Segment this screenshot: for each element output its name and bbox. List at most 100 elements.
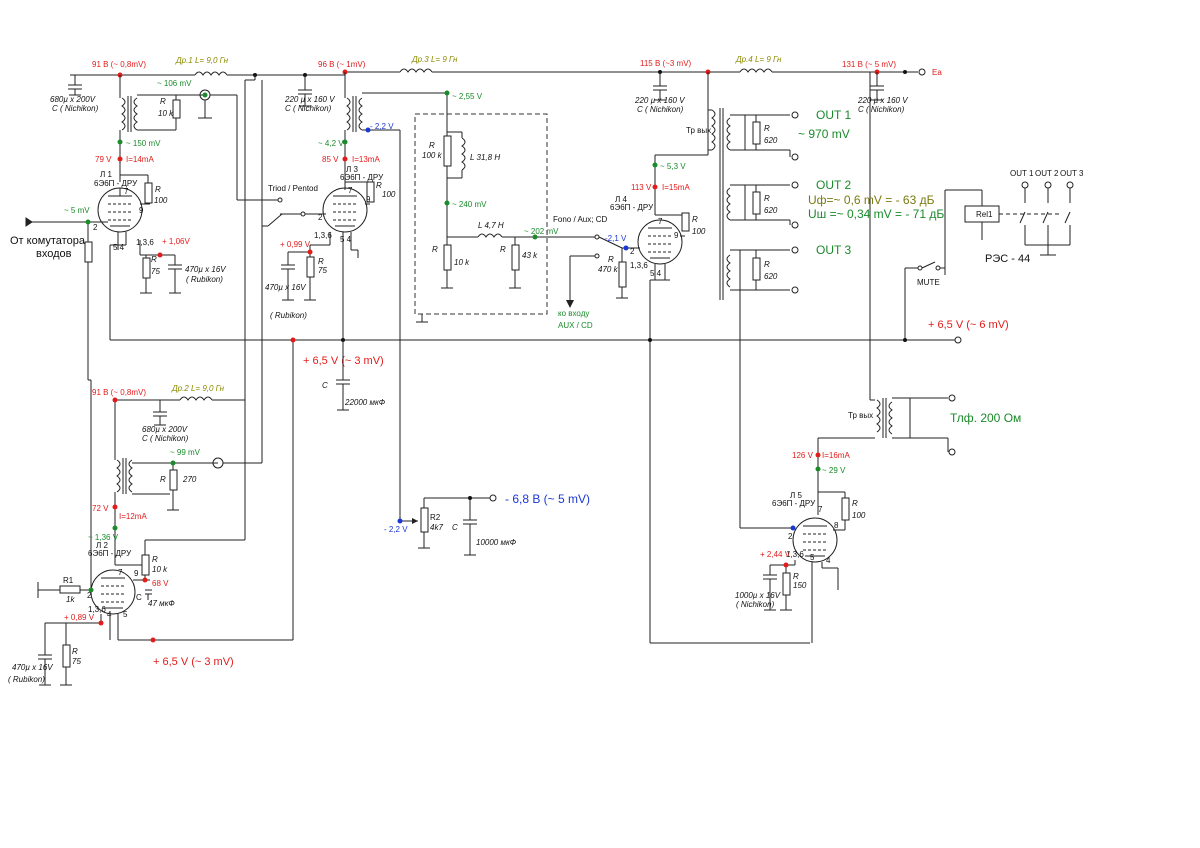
- out1-small: OUT 1: [1010, 169, 1034, 178]
- choke-dr3-label: Др.3 L= 9 Гн: [411, 55, 458, 64]
- cap-c-bias: C: [452, 523, 458, 532]
- v-202: ~ 202 mV: [524, 227, 559, 236]
- r-label-riaa2: R: [432, 245, 438, 254]
- l-47: L 4,7 H: [478, 221, 504, 230]
- rec44-label: РЭС - 44: [985, 253, 1030, 265]
- r2-label: R2: [430, 513, 441, 522]
- r-label-riaa: R: [429, 141, 435, 150]
- r1-value: 1k: [66, 595, 75, 604]
- r-label-l1: R: [155, 185, 161, 194]
- v-089: + 0,89 V: [64, 613, 95, 622]
- cap-680b-brand: C ( Nichikon): [142, 434, 189, 443]
- tube-l5: Л 5: [790, 491, 802, 500]
- cap-470b-brand: ( Rubikon): [270, 311, 307, 320]
- i-16ma: I=16mA: [822, 451, 850, 460]
- cap-22000: [336, 340, 350, 411]
- r-150: 150: [793, 581, 807, 590]
- r-43k: 43 k: [522, 251, 538, 260]
- pin2-l3: 2: [318, 213, 323, 222]
- tube-l3-type: 6Э6П - ДРУ: [340, 173, 384, 182]
- v-5mv: ~ 5 mV: [64, 206, 90, 215]
- pin7-l3: 7: [348, 186, 353, 195]
- cap-220c-brand: C ( Nichikon): [858, 105, 905, 114]
- tube-l2-type: 6Э6П - ДРУ: [88, 549, 132, 558]
- i-15ma: I=15mA: [662, 183, 690, 192]
- output-transformer: [708, 72, 884, 528]
- pin7-l2: 7: [118, 568, 123, 577]
- v-240: ~ 240 mV: [452, 200, 487, 209]
- r-75-c1: 75: [151, 267, 160, 276]
- cap-680a-brand: C ( Nichikon): [52, 104, 99, 113]
- to-input-label: ко входу: [558, 309, 589, 318]
- pin8-l5: 8: [834, 521, 839, 530]
- r-100-l5: 100: [852, 511, 866, 520]
- out3-label: OUT 3: [816, 243, 851, 257]
- r-label-c1: R: [151, 255, 157, 264]
- pin54-l4: 5 4: [650, 269, 662, 278]
- cap-470c: 470µ x 16V: [12, 663, 53, 672]
- tube-l4: Л 4: [615, 195, 627, 204]
- cap-1000: 1000µ x 16V: [735, 591, 781, 600]
- r-100-l1: 100: [154, 196, 168, 205]
- supply-131v: 131 В (~ 5 mV): [842, 60, 896, 69]
- r-470k: 470 k: [598, 265, 619, 274]
- v-42: ~ 4,2 V: [318, 139, 344, 148]
- cap-220a-brand: C ( Nichikon): [285, 104, 332, 113]
- supply-115v: 115 В (~3 mV): [640, 59, 692, 68]
- pin136-l2: 1,3,6: [88, 605, 106, 614]
- pin9-l2: 9: [134, 569, 139, 578]
- v-244: + 2,44 V: [760, 550, 791, 559]
- heater-65-6: + 6,5 V (~ 6 mV): [928, 319, 1009, 331]
- cap-220a: 220 µ x 160 V: [284, 95, 335, 104]
- pin2-l5: 2: [788, 532, 793, 541]
- cap-470a-brand: ( Rubikon): [186, 275, 223, 284]
- pin54-l3: 5 4: [340, 235, 352, 244]
- bias-68-label: - 6,8 В (~ 5 mV): [505, 492, 590, 506]
- r-10k: 10 k: [158, 109, 174, 118]
- r-label-l4: R: [692, 215, 698, 224]
- v-85: 85 V: [322, 155, 339, 164]
- heater-rail: [110, 336, 962, 641]
- rel1-label: Rel1: [976, 210, 993, 219]
- bias-supply: [399, 494, 497, 556]
- pin5-l2: 5: [123, 610, 128, 619]
- cap-680b: 680µ x 200V: [142, 425, 188, 434]
- pin136-l5: 1,3,6: [786, 550, 804, 559]
- r-label-c3: R: [318, 257, 324, 266]
- relay-block: [904, 181, 1074, 340]
- r-label-l2: R: [160, 475, 166, 484]
- pin54-l1: 5 4: [113, 243, 125, 252]
- v-68: 68 V: [152, 579, 169, 588]
- top-supply-rail: [70, 68, 926, 76]
- cap-22000-label: 22000 мкФ: [344, 398, 386, 407]
- mute-label: MUTE: [917, 278, 940, 287]
- v-m22-b: - 2,2 V: [384, 525, 408, 534]
- supply-96v: 96 В (~ 1mV): [318, 60, 366, 69]
- r-620-o1: 620: [764, 136, 778, 145]
- pin136-l4: 1,3,6: [630, 261, 648, 270]
- r-100k: 100 k: [422, 151, 443, 160]
- stage5: [740, 394, 956, 643]
- r-100-l3: 100: [382, 190, 396, 199]
- v-79: 79 V: [95, 155, 112, 164]
- r-label-o1: R: [764, 124, 770, 133]
- r-10k-l2: 10 k: [152, 565, 168, 574]
- pin2-l4: 2: [630, 247, 635, 256]
- c-label-l2: C: [136, 593, 142, 602]
- cap-1000-brand: ( Nichikon): [736, 600, 775, 609]
- cap-10000: 10000 мкФ: [476, 538, 517, 547]
- tube-l5-type: 6Э6П - ДРУ: [772, 499, 816, 508]
- r-75-c3: 75: [318, 266, 327, 275]
- tube-l4-type: 6Э6П - ДРУ: [610, 203, 654, 212]
- pin136-l3: 1,3,6: [314, 231, 332, 240]
- out2-small: OUT 2: [1035, 169, 1059, 178]
- r1-label: R1: [63, 576, 74, 585]
- cap-47: 47 мкФ: [148, 599, 175, 608]
- v-53: ~ 5,3 V: [660, 162, 686, 171]
- v-106-cathode: + 1,06V: [162, 237, 190, 246]
- supply-91v-b: 91 В (~ 0,8mV): [92, 388, 146, 397]
- tlf-label: Тлф. 200 Ом: [950, 411, 1021, 425]
- pin7-l1: 7: [124, 187, 129, 196]
- v-m21: -2,1 V: [605, 234, 627, 243]
